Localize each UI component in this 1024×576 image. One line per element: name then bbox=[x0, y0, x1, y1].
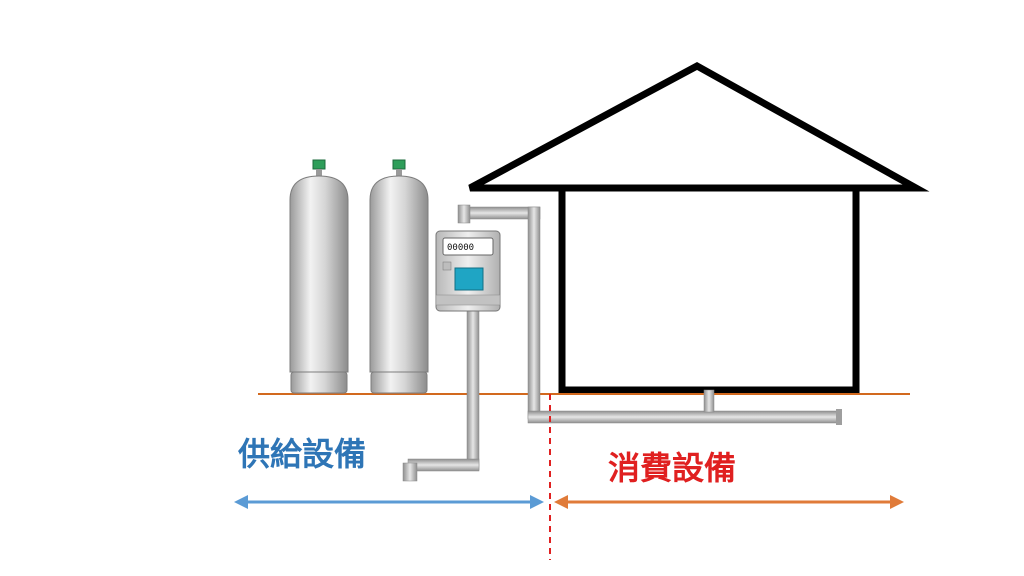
gas-meter-icon: 00000 bbox=[435, 230, 501, 312]
cylinder-left bbox=[289, 159, 349, 394]
gas-cylinder-icon bbox=[289, 159, 429, 394]
gas-pipe bbox=[402, 204, 842, 482]
house-wall bbox=[558, 184, 860, 394]
house-roof bbox=[468, 62, 930, 192]
consumption-equipment-label: 消費設備 bbox=[608, 449, 737, 487]
supply-equipment-label: 供給設備 bbox=[238, 435, 367, 473]
cylinder-right bbox=[369, 159, 429, 394]
supply-range-arrow bbox=[234, 495, 544, 509]
meter-readout: 00000 bbox=[447, 243, 474, 253]
consumption-range-arrow bbox=[554, 495, 904, 509]
